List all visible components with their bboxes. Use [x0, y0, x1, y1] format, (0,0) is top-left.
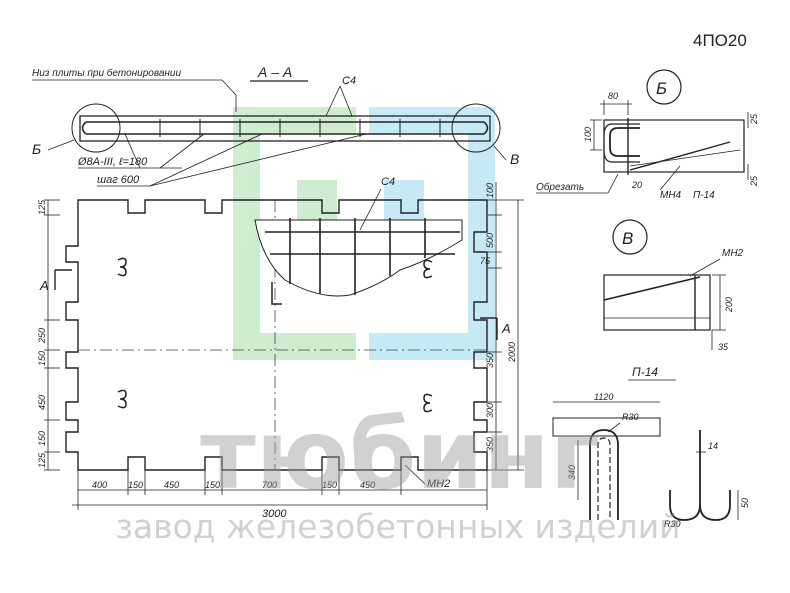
detail-v-label: В: [622, 229, 633, 248]
dim-right-300: 300: [485, 403, 495, 418]
dim-bot-700: 700: [262, 480, 277, 490]
dim-left-450: 450: [37, 395, 47, 410]
p14-r30-bot: R30: [664, 519, 681, 529]
detail-b-dim-80: 80: [608, 91, 618, 101]
cut-a-right: А: [501, 321, 511, 336]
detail-b-p14: П-14: [693, 190, 715, 201]
mn2-plan-label: МН2: [427, 478, 450, 490]
dim-left-150-b: 150: [37, 431, 47, 446]
p14-dim-14: 14: [708, 441, 718, 451]
dim-bot-150-b: 150: [205, 480, 220, 490]
p14-detail: П-14 1120 R30 340 14 50 R30: [552, 365, 750, 529]
dim-bot-150-c: 150: [322, 480, 337, 490]
dim-bot-450-a: 450: [164, 480, 179, 490]
dim-right-350-a: 350: [485, 353, 495, 368]
section-a-a: А – А Низ плиты при бетонировании С4 Б В…: [32, 64, 519, 187]
dim-left-125-bot: 125: [37, 452, 47, 468]
dim-left-250: 250: [37, 328, 47, 344]
detail-b: Б 80 100 25 25 20 Обрезать МН4 П-14: [536, 69, 759, 201]
dim-bot-150-a: 150: [128, 480, 143, 490]
cut-a-left: А: [39, 278, 49, 293]
c4-label-plan: С4: [381, 176, 395, 188]
dim-bot-400: 400: [92, 480, 107, 490]
detail-b-label: Б: [656, 79, 667, 98]
bottom-note: Низ плиты при бетонировании: [32, 67, 181, 79]
detail-b-dim-20: 20: [631, 180, 642, 190]
detail-v-dim-200: 200: [724, 297, 734, 313]
section-title: А – А: [257, 64, 292, 80]
dim-right-500: 500: [485, 233, 495, 248]
p14-title: П-14: [632, 365, 658, 379]
dim-left-150-a: 150: [37, 351, 47, 366]
dim-bot-total: 3000: [262, 508, 287, 520]
detail-b-mn4: МН4: [660, 190, 682, 201]
dim-right-100: 100: [485, 183, 495, 198]
detail-b-cut-note: Обрезать: [536, 181, 584, 193]
dim-bot-450-b: 450: [360, 480, 375, 490]
node-v-label: В: [510, 151, 519, 167]
watermark-brand: тюбинг: [200, 399, 600, 511]
p14-dim-50: 50: [740, 498, 750, 508]
plan-view: С4 А А МН2 125 250 1: [37, 176, 524, 520]
dim-left-125-top: 125: [37, 199, 47, 215]
p14-dim-1120: 1120: [594, 392, 613, 402]
dim-right-total: 2000: [507, 342, 517, 363]
p14-r30-top: R30: [622, 412, 639, 422]
detail-v-dim-35: 35: [718, 342, 729, 352]
dim-right-75: 75: [480, 256, 491, 266]
detail-v: В МН2 200 35: [603, 219, 744, 352]
dim-right-350-b: 350: [485, 437, 495, 452]
node-b-label: Б: [32, 141, 41, 157]
detail-b-dim-100: 100: [583, 127, 593, 142]
c4-label-top: С4: [342, 75, 356, 87]
p14-dim-340: 340: [567, 465, 577, 480]
step-note: шаг 600: [97, 174, 140, 186]
rebar-note: Ø8А-III, ℓ=180: [77, 156, 148, 168]
drawing-code: 4ПО20: [693, 31, 747, 50]
detail-b-dim-25-top: 25: [749, 113, 759, 125]
detail-b-dim-25-bot: 25: [749, 175, 759, 187]
detail-v-mn2: МН2: [722, 248, 744, 259]
watermark-subtitle: завод железобетонных изделий: [115, 507, 680, 546]
